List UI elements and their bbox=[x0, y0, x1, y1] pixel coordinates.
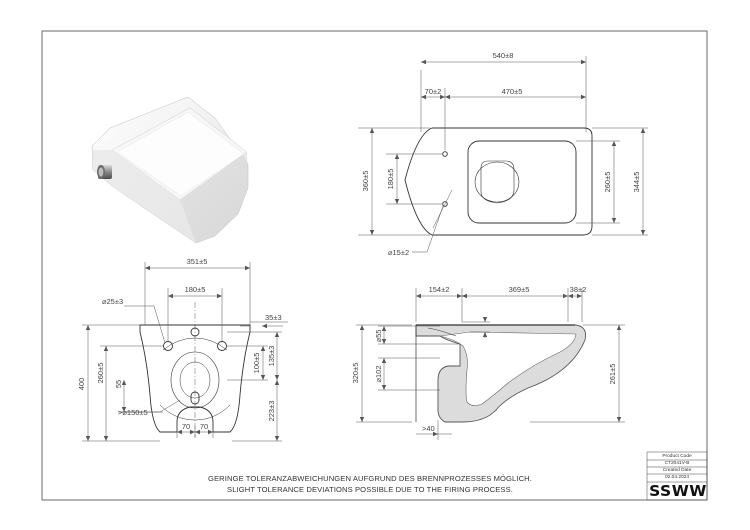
dim-223: 223±3 bbox=[267, 401, 276, 422]
dim-180-top: 180±5 bbox=[386, 169, 395, 190]
product-render-image bbox=[91, 96, 249, 244]
dim-470: 470±5 bbox=[502, 87, 523, 96]
created-date-label: Created Date bbox=[662, 468, 692, 473]
dim-outlet-150: >⌀150±5 bbox=[118, 408, 148, 417]
dim-344: 344±5 bbox=[632, 172, 641, 193]
brand-logo: SSWW bbox=[649, 482, 707, 500]
dim-320: 320±5 bbox=[351, 363, 360, 384]
dim-540: 540±8 bbox=[493, 51, 514, 60]
dim-260-top: 260±5 bbox=[603, 172, 612, 193]
side-view-dimension-lines bbox=[356, 288, 625, 440]
side-section-view bbox=[415, 324, 586, 423]
dim-hole-25: ⌀25±3 bbox=[102, 297, 123, 306]
tolerance-note-german: GERINGE TOLERANZABWEICHUNGEN AUFGRUND DE… bbox=[208, 474, 532, 483]
dim-hole-15: ⌀15±2 bbox=[388, 248, 409, 257]
top-view-dimension-lines bbox=[358, 56, 648, 253]
front-view bbox=[139, 302, 251, 437]
product-code: CT2041V-B bbox=[664, 461, 690, 466]
dim-135: 135±3 bbox=[267, 346, 276, 367]
front-view-dimension-lines bbox=[82, 262, 288, 442]
tolerance-note-english: SLIGHT TOLERANCE DEVIATIONS POSSIBLE DUE… bbox=[227, 485, 513, 494]
dim-360: 360±5 bbox=[361, 171, 370, 192]
dim-100: 100±5 bbox=[252, 353, 261, 374]
dim-35: 35±3 bbox=[265, 313, 282, 322]
dim-154: 154±2 bbox=[429, 285, 450, 294]
dim-70: 70±2 bbox=[425, 87, 442, 96]
dim-55: 55 bbox=[114, 380, 123, 388]
top-view bbox=[404, 127, 593, 236]
dim-400: 400 bbox=[77, 378, 86, 391]
dim-260-front: 260±5 bbox=[96, 363, 105, 384]
dim-min-40: >40 bbox=[422, 424, 435, 433]
product-code-label: Product Code bbox=[662, 454, 692, 459]
dim-70-left: 70 bbox=[182, 422, 190, 431]
drawing-frame bbox=[41, 30, 708, 501]
dim-180-front: 180±5 bbox=[185, 285, 206, 294]
dim-inlet-55: ⌀55 bbox=[374, 330, 383, 343]
title-block bbox=[646, 451, 708, 501]
dim-261: 261±5 bbox=[608, 364, 617, 385]
dim-outlet-102: ⌀102 bbox=[374, 365, 383, 382]
dim-38: 38±2 bbox=[570, 285, 587, 294]
dim-70-right: 70 bbox=[200, 422, 208, 431]
dim-369: 369±5 bbox=[509, 285, 530, 294]
dim-351: 351±5 bbox=[187, 257, 208, 266]
created-date: 02.04.2024 bbox=[664, 475, 689, 480]
